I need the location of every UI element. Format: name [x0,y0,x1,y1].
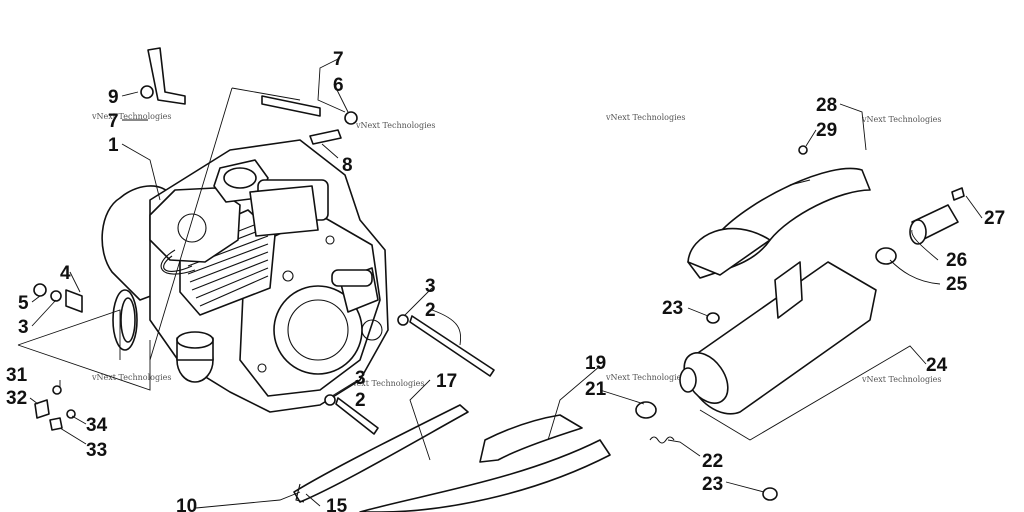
watermarks: vNext Technologies vNext Technologies vN… [91,112,941,388]
callout-21: 21 [585,379,607,400]
callout-labels: 9 7 1 7 6 8 4 5 3 3 2 3 2 17 31 32 34 33… [6,49,1005,512]
ring-31 [52,385,62,395]
leader-lines [17,57,983,509]
callout-17: 17 [436,371,457,392]
watermark-text: vNext Technologies [355,121,435,130]
nut-9 [140,85,154,99]
callout-24: 24 [926,355,948,376]
callout-10: 10 [176,496,197,512]
spacer-4 [65,289,83,313]
watermark-text: vNext Technologies [605,373,685,382]
watermark-text: vNext Technologies [344,379,424,388]
callout-28: 28 [816,95,837,116]
callout-27: 27 [984,208,1005,229]
callout-25: 25 [946,274,968,295]
bolt-2 [409,315,495,377]
bolt-2b [335,397,379,435]
callout-4: 4 [60,263,71,284]
bolt-8 [309,129,342,145]
sensor-32 [34,399,50,419]
callout-8: 8 [342,155,353,176]
callout-9: 9 [108,87,119,108]
watermark-text: vNext Technologies [861,115,941,124]
exhaust-assembly [293,145,965,512]
washer-3c [324,394,336,406]
washer-34 [66,409,76,419]
callout-23: 23 [662,298,683,319]
callout-29: 29 [816,120,837,141]
callout-22: 22 [702,451,723,472]
callout-23: 23 [702,474,723,495]
nut-5 [33,283,47,297]
bolt-head-6 [344,111,358,125]
callout-3: 3 [18,317,29,338]
callout-33: 33 [86,440,107,461]
callout-2: 2 [425,300,436,321]
callout-7: 7 [333,49,344,70]
callout-31: 31 [6,365,28,386]
watermark-text: vNext Technologies [605,113,685,122]
watermark-text: vNext Technologies [861,375,941,384]
callout-3: 3 [355,368,366,389]
washer-3 [50,290,62,302]
callout-6: 6 [333,75,344,96]
callout-34: 34 [86,415,108,436]
callout-1: 1 [108,135,119,156]
callout-15: 15 [326,496,348,512]
callout-2: 2 [355,390,366,411]
callout-5: 5 [18,293,29,314]
watermark-text: vNext Technologies [91,112,171,121]
callout-3: 3 [425,276,436,297]
fitting-33 [49,417,63,431]
callout-26: 26 [946,250,967,271]
hardware [33,85,495,435]
engine-assembly [101,47,389,413]
washer-3b [397,314,409,326]
watermark-text: vNext Technologies [91,373,171,382]
callout-19: 19 [585,353,606,374]
callout-32: 32 [6,388,27,409]
callout-7: 7 [108,111,119,132]
